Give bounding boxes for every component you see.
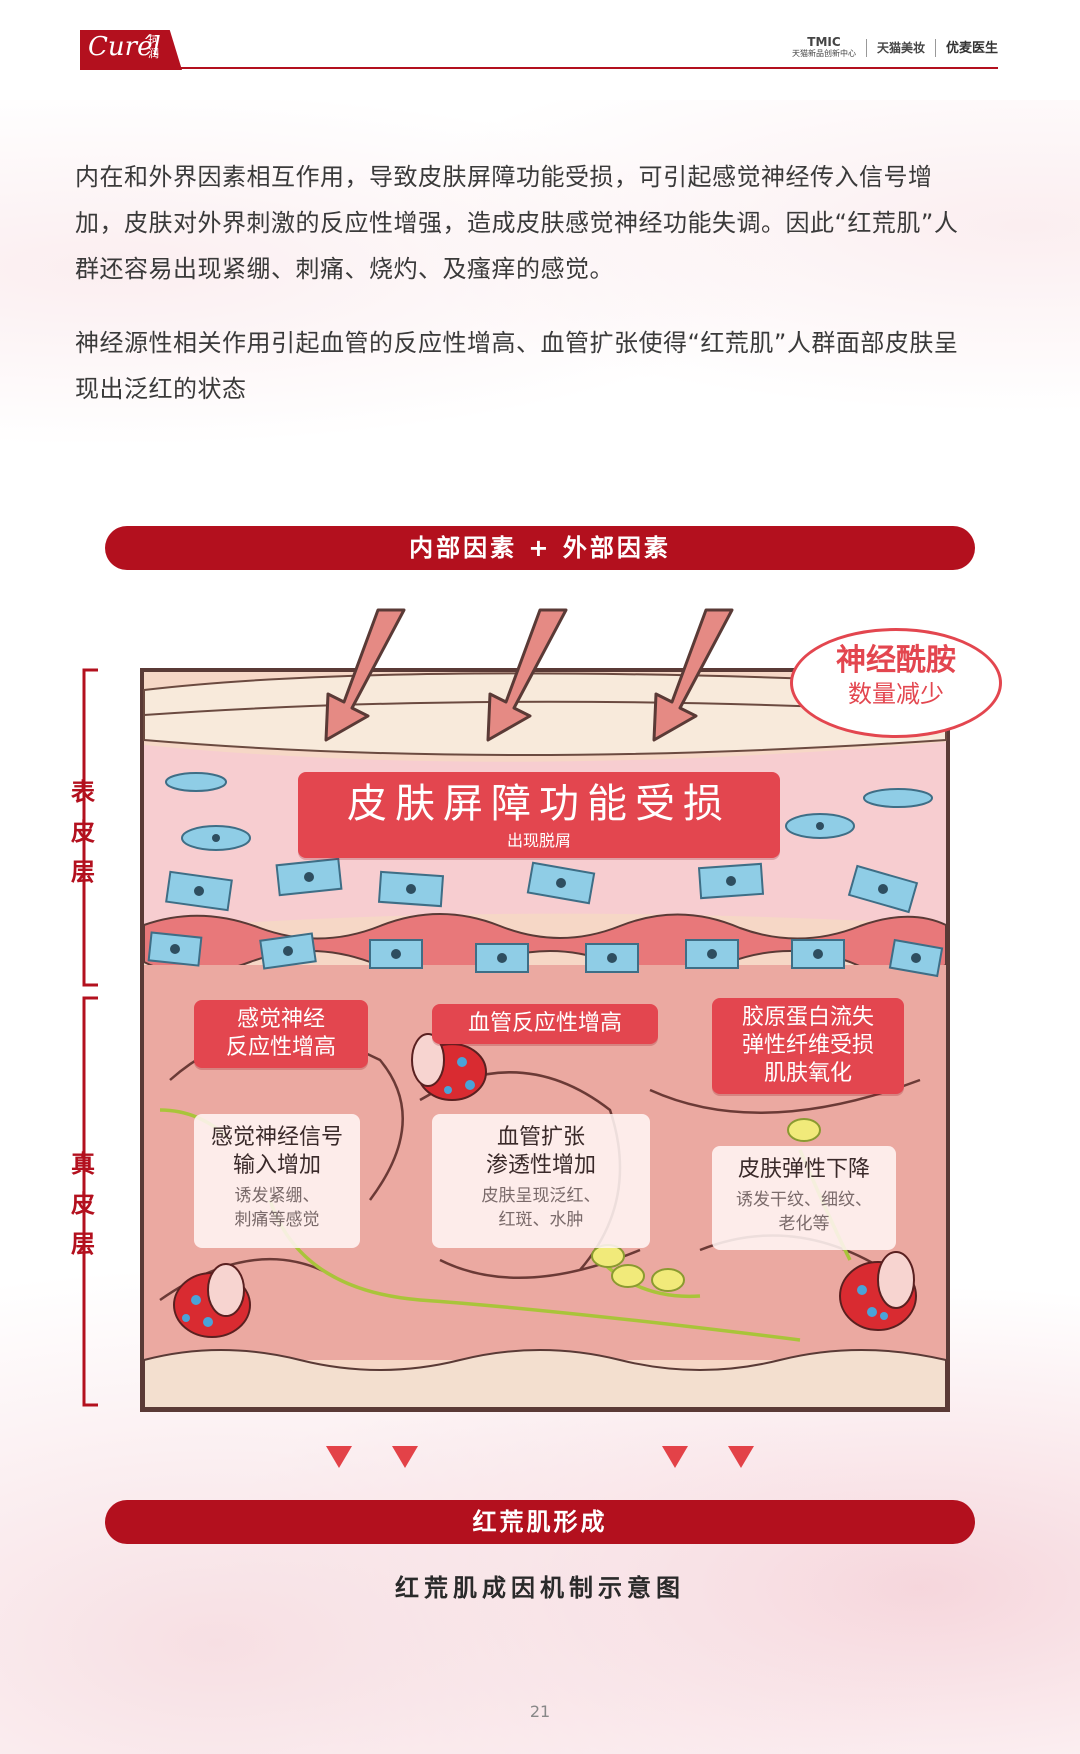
- tmall-beauty-logo: 天猫美妆: [876, 40, 925, 55]
- intro-paragraph-1: 内在和外界因素相互作用，导致皮肤屏障功能受损，可引起感觉神经传入信号增加，皮肤对…: [75, 163, 959, 283]
- barrier-damage-banner: 皮肤屏障功能受损 出现脱屑: [298, 772, 780, 858]
- blood-vessel-icon: [173, 1263, 251, 1338]
- epidermis-bracket: [82, 668, 98, 987]
- card-title: 血管扩张 渗透性增加: [485, 1125, 596, 1178]
- dermis-bracket: [82, 996, 98, 1407]
- factor-arrow-icon: [324, 608, 734, 742]
- stratum-corneum: [143, 672, 947, 756]
- tmic-logo: TMIC 天猫新品创新中心: [791, 35, 856, 59]
- down-arrow-icon: [326, 1446, 754, 1468]
- ceramide-bubble: 神经酰胺 数量减少: [790, 628, 1002, 738]
- dermis-label-char: 层: [71, 1230, 95, 1258]
- tag-vascular-reactivity: 血管反应性增高: [432, 1004, 658, 1044]
- dermis-label: 真 皮 层: [70, 1144, 96, 1264]
- nerve-endings: [591, 1118, 821, 1292]
- effect-card-vascular: 血管扩张 渗透性增加 皮肤呈现泛红、 红斑、水肿: [432, 1114, 650, 1248]
- card-title: 皮肤弹性下降: [737, 1157, 870, 1182]
- tag-collagen-loss: 胶原蛋白流失 弹性纤维受损 肌肤氧化: [712, 998, 904, 1094]
- blood-vessel-icon: [411, 1033, 487, 1101]
- bubble-line-1: 神经酰胺: [836, 643, 956, 678]
- youmai-name: 优麦医生: [945, 40, 998, 56]
- factors-bar: 内部因素 + 外部因素: [105, 526, 975, 570]
- card-title: 感觉神经信号 输入增加: [210, 1125, 343, 1178]
- epidermis-label-char: 表: [71, 778, 95, 806]
- dermis-label-char: 皮: [71, 1190, 95, 1218]
- epidermis-label-char: 皮: [71, 818, 95, 846]
- epidermis-label: 表 皮 层: [70, 772, 96, 892]
- result-bar: 红荒肌形成: [105, 1500, 975, 1544]
- barrier-subtitle: 出现脱屑: [506, 831, 571, 850]
- effect-card-elasticity: 皮肤弹性下降 诱发干纹、细纹、 老化等: [712, 1146, 896, 1250]
- dermis-label-char: 真: [71, 1150, 95, 1178]
- card-desc: 诱发紧绷、 刺痛等感觉: [234, 1186, 320, 1230]
- curel-logo: Curél 珂润: [80, 30, 182, 70]
- tmic-name: 天猫新品创新中心: [791, 49, 856, 58]
- barrier-title: 皮肤屏障功能受损: [347, 781, 731, 827]
- card-desc: 诱发干纹、细纹、 老化等: [736, 1190, 872, 1234]
- partner-logos: TMIC 天猫新品创新中心 天猫美妆 优麦医生: [792, 34, 998, 62]
- effect-card-sensory: 感觉神经信号 输入增加 诱发紧绷、 刺痛等感觉: [194, 1114, 360, 1248]
- tmall-beauty-name: 天猫美妆: [876, 40, 925, 55]
- subcutaneous-layer: [143, 1349, 947, 1409]
- logo-text: Curél: [88, 32, 161, 62]
- partner-divider: [934, 39, 936, 57]
- epidermis-label-char: 层: [71, 858, 95, 886]
- diagram-caption: 红荒肌成因机制示意图: [395, 1574, 685, 1602]
- bubble-line-2: 数量减少: [848, 680, 944, 708]
- tmic-mark: TMIC: [807, 35, 841, 49]
- logo-text-cn: 珂润: [148, 34, 159, 60]
- cell-nuclei: [170, 822, 921, 963]
- tag-sensory-nerve: 感觉神经 反应性增高: [194, 1000, 368, 1068]
- youmai-logo: 优麦医生: [945, 40, 998, 56]
- header-rule: [80, 67, 998, 69]
- page-number: 21: [529, 1702, 551, 1721]
- card-desc: 皮肤呈现泛红、 红斑、水肿: [481, 1186, 601, 1230]
- partner-divider: [865, 39, 867, 57]
- intro-paragraph-2: 神经源性相关作用引起血管的反应性增高、血管扩张使得“红荒肌”人群面部皮肤呈现出泛…: [75, 329, 959, 403]
- blood-vessel-icon: [839, 1251, 917, 1331]
